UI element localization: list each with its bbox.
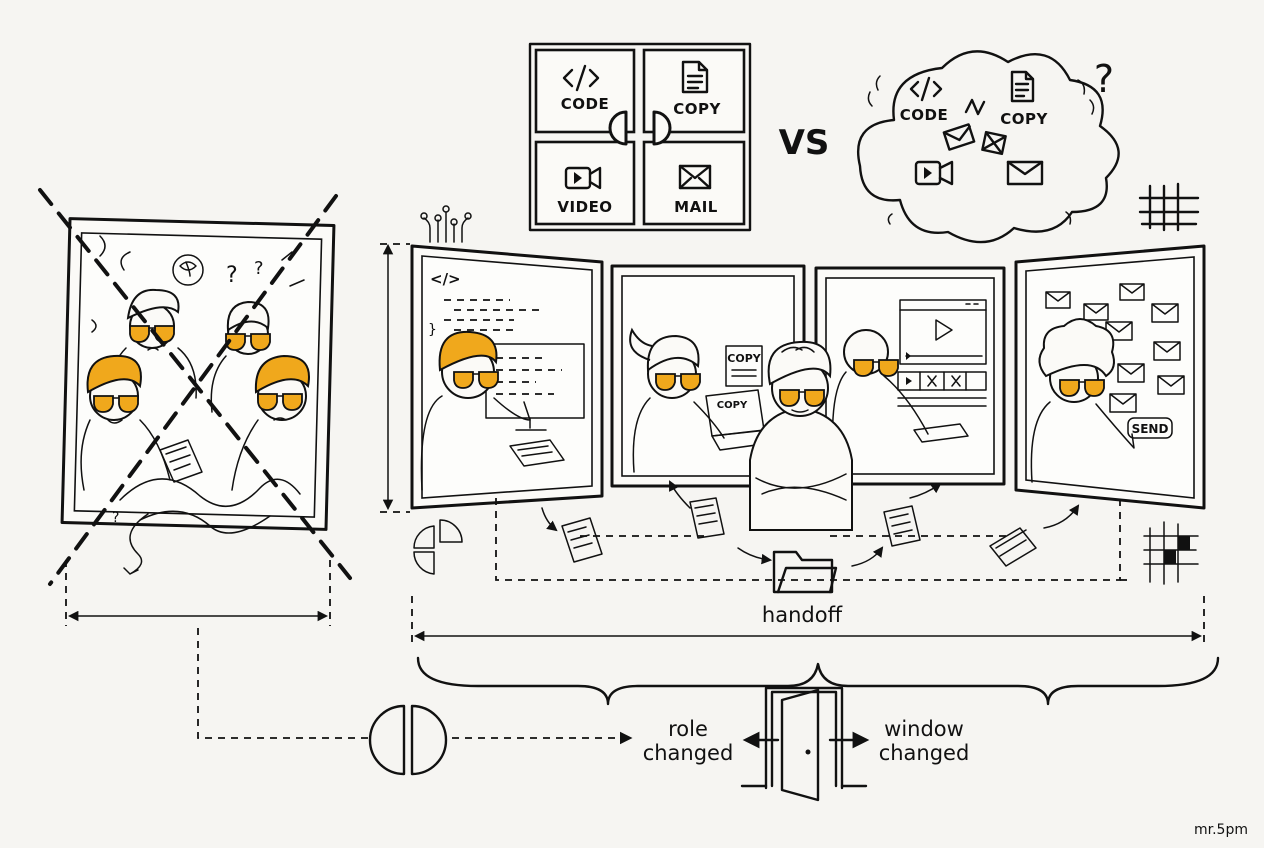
chaos-person <box>210 300 271 413</box>
panel-code: </> } <box>410 244 604 510</box>
half-circle-icon <box>368 704 448 776</box>
cloud-code-label: CODE <box>900 106 948 124</box>
coder-person <box>420 330 531 491</box>
copy-sign: COPY <box>725 345 763 387</box>
send-button[interactable]: SEND <box>1127 417 1173 439</box>
group-brace <box>416 656 1220 706</box>
svg-text:changed: changed <box>879 741 970 765</box>
signature: mr.5pm <box>1194 822 1248 838</box>
grid-icon <box>1138 182 1200 232</box>
video-player <box>899 299 987 365</box>
svg-text:role: role <box>668 717 708 741</box>
svg-text:}: } <box>428 322 437 338</box>
svg-text:SEND: SEND <box>1132 422 1169 436</box>
tile-code-label: CODE <box>561 95 609 113</box>
mail-icon <box>678 164 712 190</box>
svg-text:COPY: COPY <box>717 400 748 411</box>
circuit-icon <box>420 205 472 243</box>
pie-chart-icon <box>413 519 463 575</box>
cross-out-mark <box>38 188 352 586</box>
folder-icon <box>772 550 838 594</box>
svg-text:changed: changed <box>643 741 734 765</box>
door-icon <box>740 686 870 802</box>
chaos-person <box>80 354 171 491</box>
writer-person <box>629 327 725 473</box>
orchestrator-person <box>749 340 853 531</box>
panel-mail: SEND <box>1014 244 1206 510</box>
tile-mail-label: MAIL <box>674 198 718 216</box>
tile-mail: MAIL <box>642 140 746 226</box>
chaos-cloud: CODE COPY ? <box>857 50 1120 244</box>
document-icon <box>561 497 1037 567</box>
code-tag: </> <box>430 270 461 288</box>
code-icon <box>909 76 943 102</box>
cloud-copy-label: COPY <box>1000 110 1048 128</box>
handoff-flow: handoff <box>495 480 1130 627</box>
tile-copy-label: COPY <box>673 100 721 118</box>
svg-text:?: ? <box>226 263 238 288</box>
role-changed-label: role changed <box>643 717 734 765</box>
mail-icon <box>1045 283 1185 413</box>
vs-label: VS <box>779 123 830 163</box>
svg-text:window: window <box>884 717 964 741</box>
tile-video: VIDEO <box>534 140 636 226</box>
tile-video-label: VIDEO <box>557 198 612 216</box>
window-changed-label: window changed <box>879 717 970 765</box>
editor-person <box>831 329 969 473</box>
handoff-label: handoff <box>762 603 843 627</box>
question-mark: ? <box>1094 57 1114 101</box>
code-icon <box>562 64 600 92</box>
video-camera-icon <box>914 160 954 186</box>
document-icon <box>1010 70 1035 103</box>
mail-icon <box>942 123 1044 186</box>
chaos-person <box>231 354 310 491</box>
pixel-grid-icon <box>1143 521 1199 585</box>
svg-text:COPY: COPY <box>727 352 761 365</box>
video-camera-icon <box>564 166 602 190</box>
structured-grid: CODE COPY VIDEO MAIL <box>528 42 752 232</box>
mailer-person <box>1030 318 1135 483</box>
chaotic-window: ? ? <box>60 217 336 575</box>
svg-text:?: ? <box>254 258 264 279</box>
document-icon <box>681 60 709 94</box>
svg-text:?: ? <box>112 510 119 526</box>
editing-timeline <box>897 371 987 407</box>
